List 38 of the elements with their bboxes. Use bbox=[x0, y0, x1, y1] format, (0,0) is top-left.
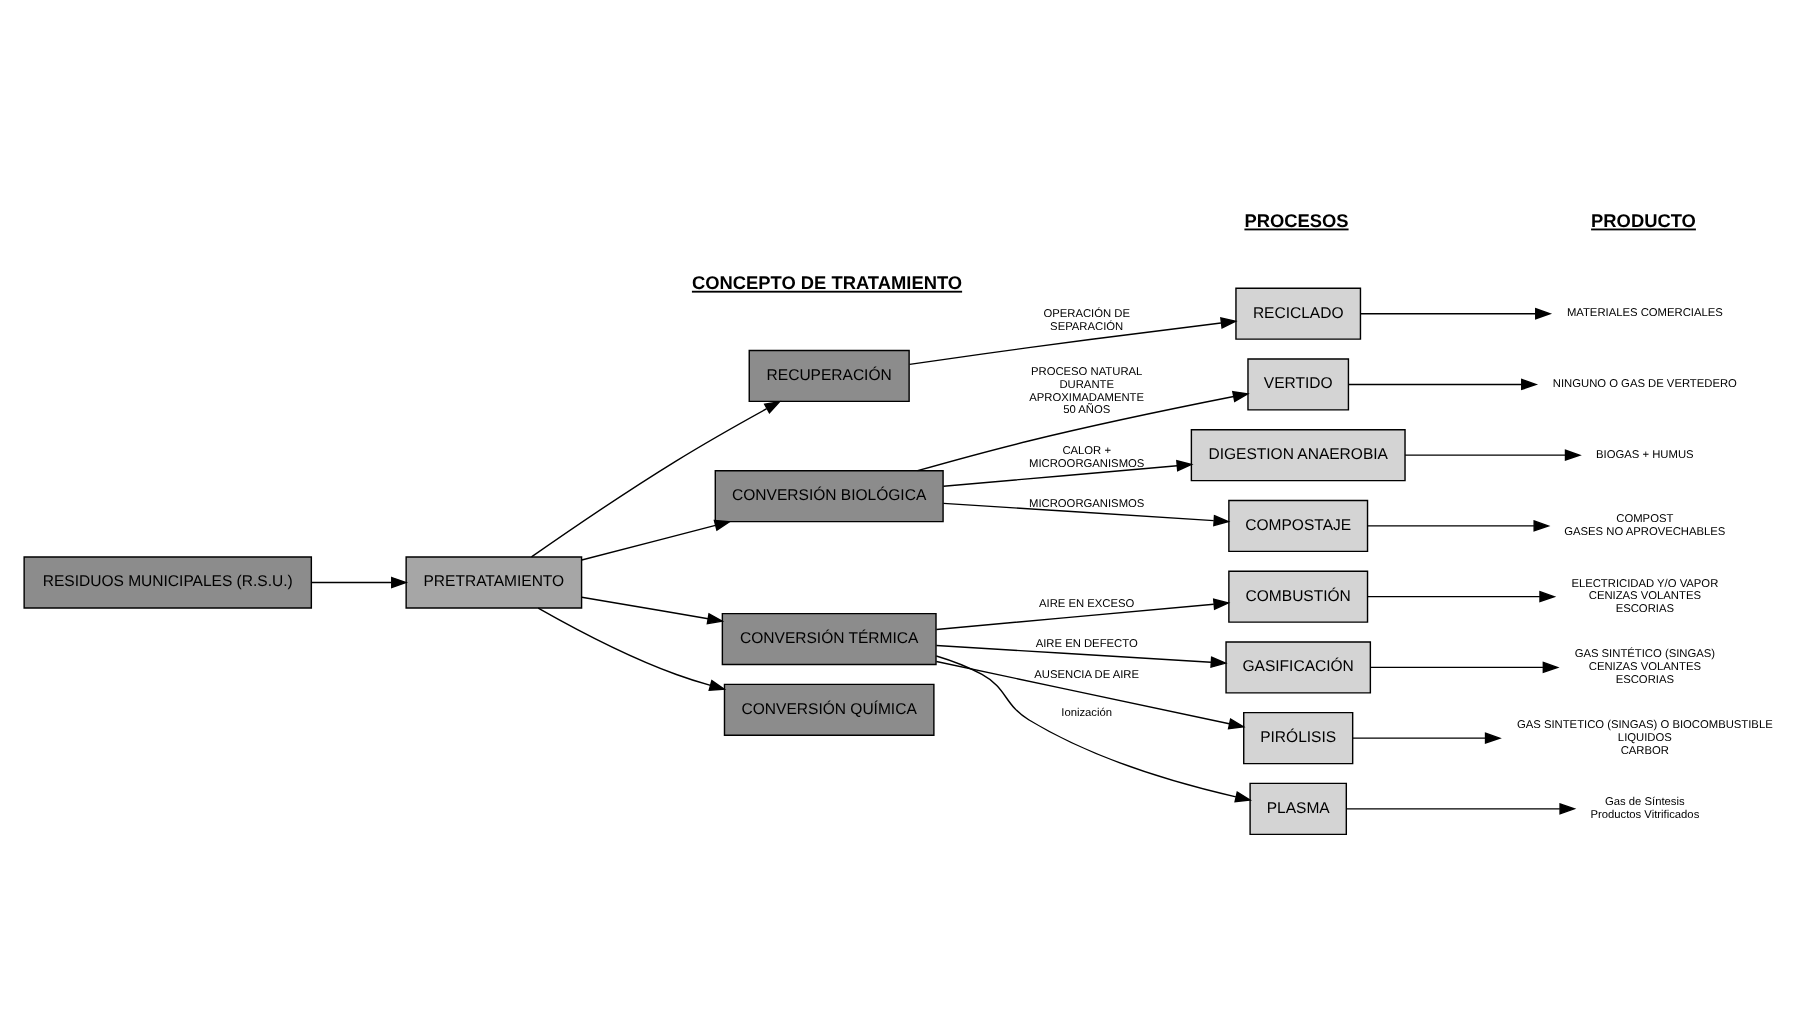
node-box: VERTIDO bbox=[1247, 358, 1350, 411]
node-box: CONVERSIÓN TÉRMICA bbox=[721, 612, 937, 666]
node-box: PLASMA bbox=[1249, 782, 1347, 836]
node-box: CONVERSIÓN QUÍMICA bbox=[723, 683, 935, 736]
arrow bbox=[1352, 732, 1502, 745]
node-box: RESIDUOS MUNICIPALES (R.S.U.) bbox=[23, 556, 313, 609]
arrow bbox=[908, 317, 1238, 366]
arrow bbox=[310, 576, 409, 589]
node-box: PRETRATAMIENTO bbox=[405, 556, 583, 609]
arrow bbox=[916, 390, 1250, 472]
node-box: RECICLADO bbox=[1235, 287, 1362, 340]
arrow bbox=[1366, 519, 1551, 532]
node-box: COMBUSTIÓN bbox=[1228, 570, 1369, 623]
arrow bbox=[537, 607, 727, 691]
label: CONCEPTO DE TRATAMIENTO bbox=[691, 272, 963, 293]
arrow bbox=[1369, 661, 1560, 674]
arrow bbox=[1345, 802, 1577, 815]
label: PRODUCTO bbox=[1591, 210, 1696, 231]
arrow bbox=[942, 502, 1231, 527]
node-box: RECUPERACIÓN bbox=[748, 349, 910, 403]
node-box: DIGESTION ANAEROBIA bbox=[1190, 429, 1406, 482]
node-box: CONVERSIÓN BIOLÓGICA bbox=[714, 470, 944, 523]
arrow bbox=[1347, 378, 1539, 391]
arrow bbox=[581, 596, 725, 625]
node-box: PIRÓLISIS bbox=[1243, 711, 1354, 765]
label: PROCESOS bbox=[1244, 210, 1349, 231]
arrow bbox=[935, 660, 1246, 730]
arrow bbox=[1366, 590, 1557, 603]
arrow bbox=[1359, 307, 1553, 320]
arrow bbox=[935, 598, 1231, 631]
arrow bbox=[581, 519, 732, 561]
arrow bbox=[942, 459, 1194, 487]
arrow bbox=[935, 644, 1228, 669]
node-box: COMPOSTAJE bbox=[1228, 499, 1369, 553]
arrow bbox=[530, 400, 782, 558]
arrow bbox=[1404, 449, 1582, 462]
node-box: GASIFICACIÓN bbox=[1225, 641, 1372, 694]
arrow bbox=[935, 655, 1253, 803]
